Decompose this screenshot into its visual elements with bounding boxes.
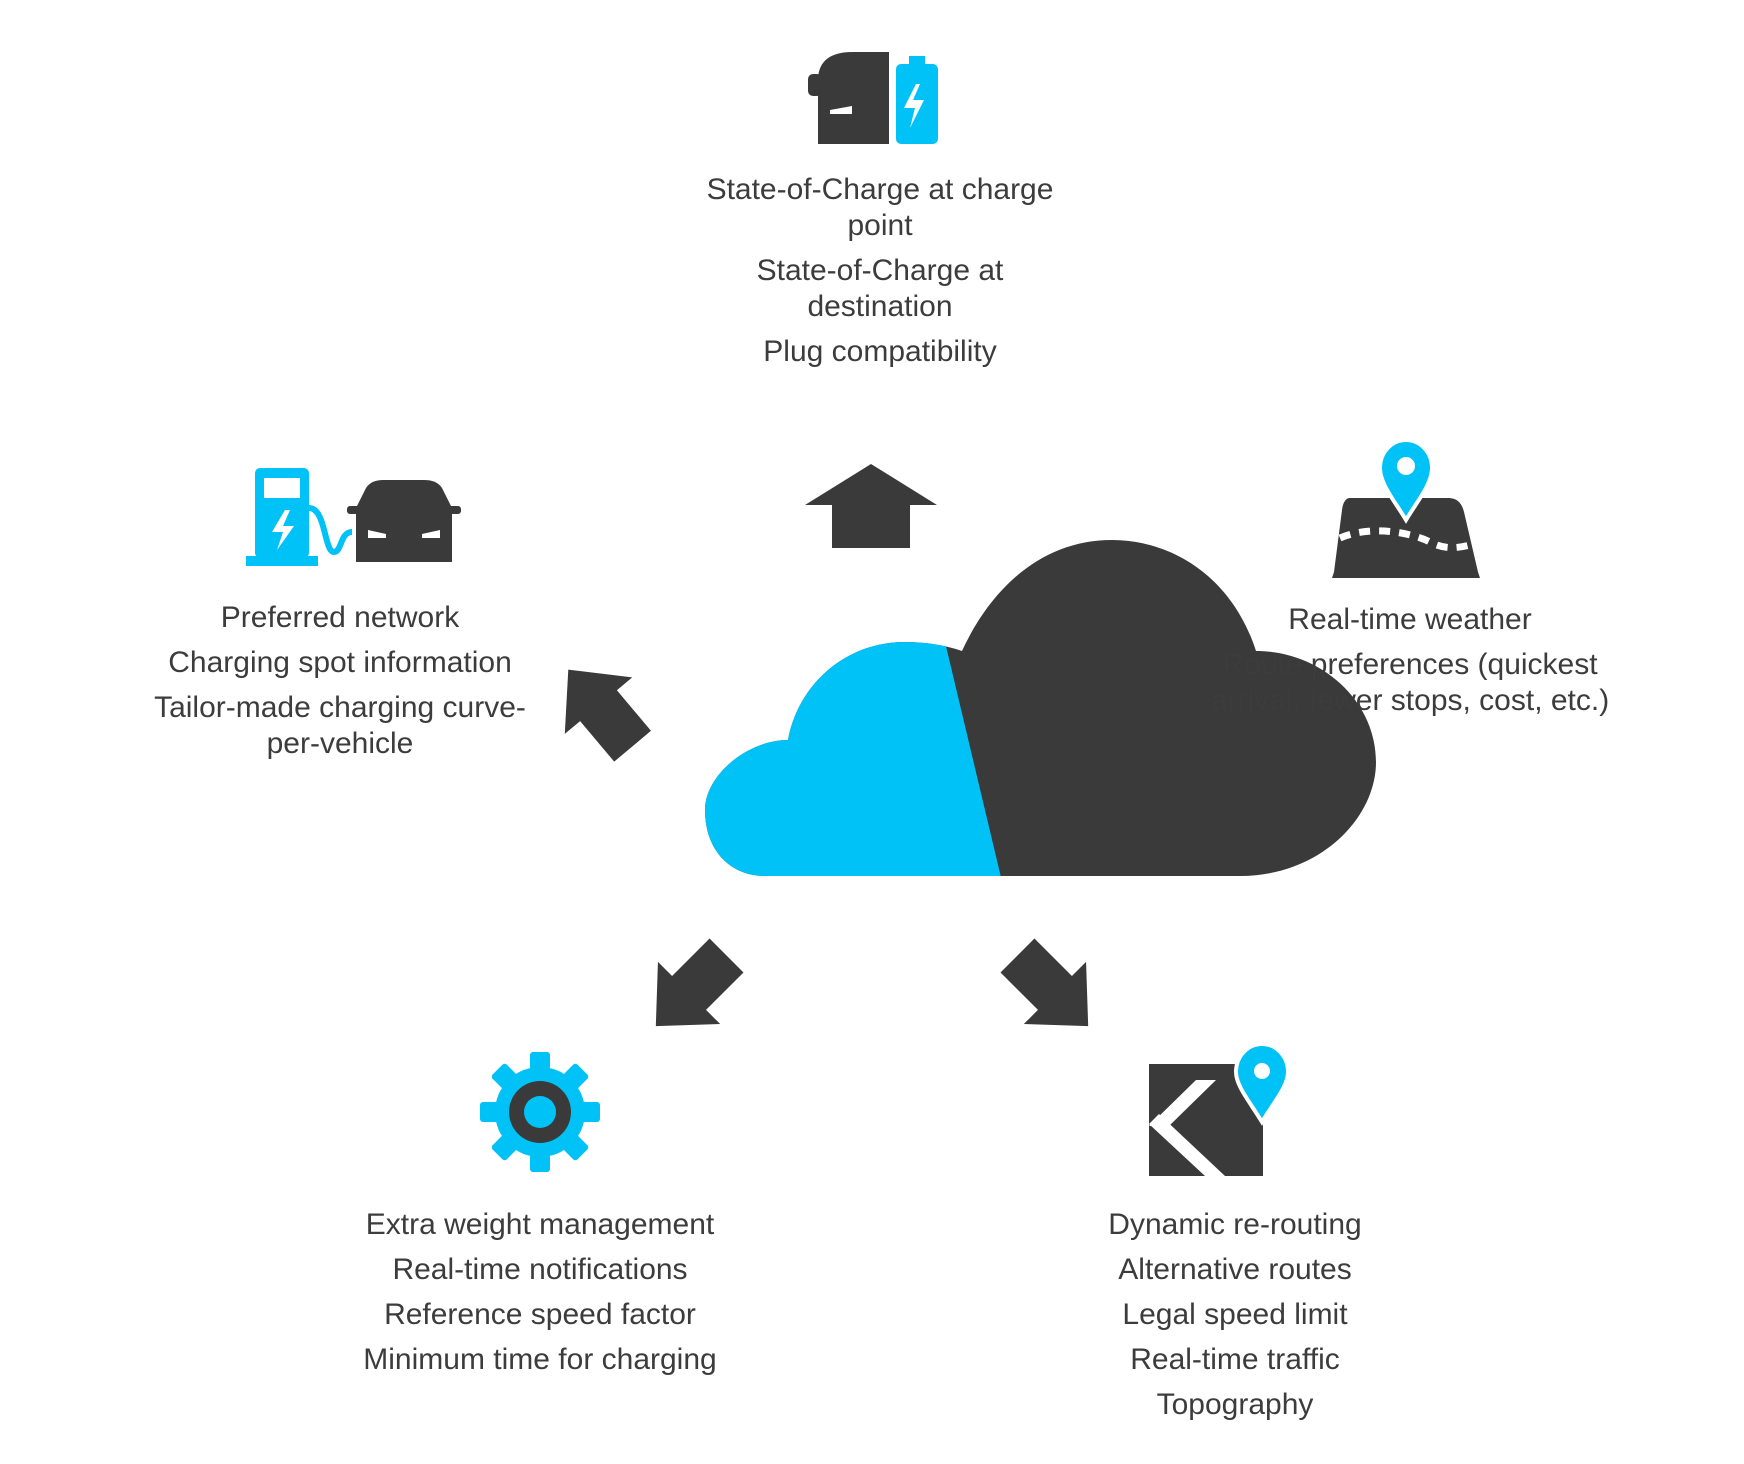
list-item: Legal speed limit bbox=[1122, 1298, 1348, 1331]
list-item: Plug compatibility bbox=[763, 335, 997, 368]
list-item: Dynamic re-routing bbox=[1108, 1208, 1362, 1241]
list-item: State-of-Charge at charge point bbox=[706, 173, 1054, 242]
text-block-bottom-right: Dynamic re-routing Alternative routes Le… bbox=[1035, 1207, 1435, 1432]
list-item: Real-time notifications bbox=[392, 1253, 688, 1286]
text-block-bottom-left: Extra weight management Real-time notifi… bbox=[320, 1207, 760, 1387]
arrow-up-icon bbox=[805, 464, 937, 548]
text-block-left: Preferred network Charging spot informat… bbox=[130, 600, 550, 771]
list-item: Reference speed factor bbox=[384, 1298, 696, 1331]
arrow-upright-icon bbox=[1084, 669, 1171, 762]
text-block-top: State-of-Charge at charge point State-of… bbox=[690, 172, 1070, 379]
list-item: Tailor-made charging curve-per-vehicle bbox=[154, 691, 526, 760]
list-item: Extra weight management bbox=[365, 1208, 715, 1241]
list-item: State-of-Charge at destination bbox=[756, 254, 1004, 323]
list-item: Charging spot information bbox=[168, 646, 512, 679]
arrow-downleft-icon bbox=[655, 938, 744, 1027]
list-item: Topography bbox=[1156, 1388, 1314, 1421]
list-item: Route preferences (quickest arrival, few… bbox=[1210, 648, 1610, 717]
list-item: Alternative routes bbox=[1118, 1253, 1352, 1286]
text-block-right: Real-time weather Route preferences (qui… bbox=[1210, 602, 1610, 728]
map-pin-road-icon bbox=[1332, 437, 1480, 578]
car-battery-icon bbox=[808, 50, 938, 148]
list-item: Preferred network bbox=[220, 601, 460, 634]
list-item: Minimum time for charging bbox=[363, 1343, 717, 1376]
charging-station-car-icon bbox=[246, 468, 461, 566]
arrow-downright-icon bbox=[1000, 938, 1089, 1027]
arrow-upleft-icon bbox=[564, 669, 651, 762]
map-k-pin-icon bbox=[1149, 1041, 1291, 1176]
gear-icon bbox=[480, 1052, 600, 1172]
list-item: Real-time traffic bbox=[1130, 1343, 1340, 1376]
list-item: Real-time weather bbox=[1288, 603, 1532, 636]
